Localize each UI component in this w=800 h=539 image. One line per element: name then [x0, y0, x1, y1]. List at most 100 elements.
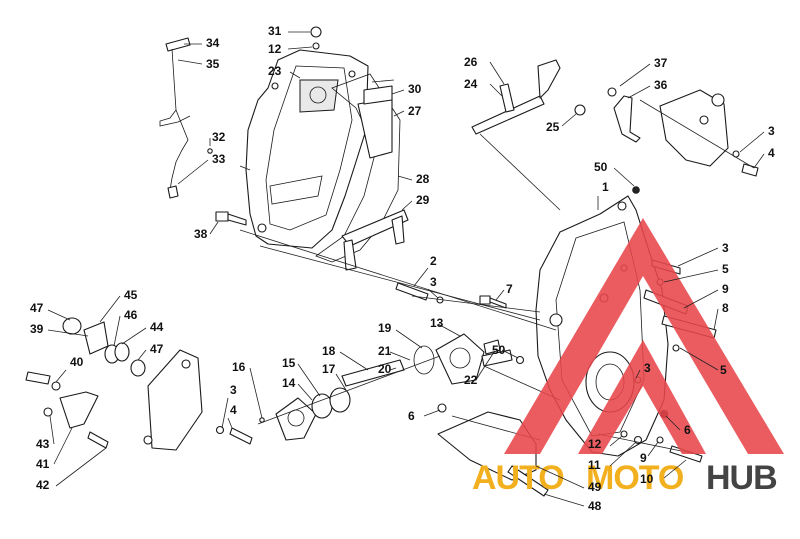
callout-30: 30	[391, 82, 422, 96]
callout-label: 45	[124, 288, 138, 302]
callout-leader	[489, 61, 505, 85]
callout-14: 14	[282, 376, 313, 401]
callout-leader	[501, 349, 519, 359]
callout-label: 9	[722, 282, 729, 296]
callout-leader	[49, 415, 55, 445]
callout-label: 33	[212, 152, 226, 166]
lower-shroud-part	[437, 403, 549, 497]
callout-label: 10	[640, 472, 654, 486]
watermark-logo: AUTO MOTO HUB	[472, 218, 784, 497]
callout-leader	[227, 417, 233, 429]
callout-label: 13	[430, 316, 444, 330]
callout-3: 3	[221, 383, 237, 429]
callout-31: 31	[268, 24, 310, 38]
callout-9: 9	[683, 282, 729, 309]
watermark-text-moto: MOTO	[586, 459, 684, 497]
callout-37: 37	[619, 56, 668, 87]
callout-4: 4	[227, 403, 237, 429]
callout-21: 21	[378, 344, 411, 361]
callout-label: 23	[268, 64, 282, 78]
callout-leader	[339, 351, 369, 371]
watermark-triangle-inner	[578, 340, 706, 454]
callout-label: 5	[722, 262, 729, 276]
callout-6: 6	[408, 409, 441, 423]
callout-label: 36	[654, 78, 668, 92]
callout-13: 13	[430, 316, 461, 337]
callouts-layer: 3435323331122330272829382624253736345013…	[30, 24, 775, 513]
callout-leader	[395, 329, 423, 349]
callout-leader	[495, 289, 505, 301]
callout-33: 33	[177, 152, 226, 185]
callout-label: 47	[30, 301, 44, 315]
callout-11: 11	[588, 441, 637, 472]
callout-leader	[389, 351, 411, 361]
callout-1: 1	[597, 180, 609, 210]
callout-leader	[679, 347, 719, 371]
callout-5: 5	[663, 262, 729, 283]
callout-label: 39	[30, 322, 44, 336]
callout-46: 46	[113, 308, 138, 347]
left-lever-assembly-part	[25, 317, 146, 449]
callout-label: 46	[124, 308, 138, 322]
callout-3: 3	[677, 241, 729, 267]
callout-label: 48	[588, 499, 602, 513]
callout-47: 47	[30, 301, 71, 321]
callout-12: 12	[268, 42, 313, 56]
callout-leader	[609, 435, 623, 447]
callout-label: 1	[602, 180, 609, 194]
callout-leader	[535, 465, 585, 489]
callout-leader	[475, 351, 495, 381]
callout-label: 3	[430, 275, 437, 289]
tensioner-block-part	[341, 209, 409, 271]
callout-leader	[177, 59, 203, 65]
callout-leader	[401, 200, 413, 211]
left-cover-plate-part	[143, 349, 203, 451]
callout-label: 41	[36, 457, 50, 471]
bracket-and-cover-part	[607, 87, 759, 177]
callout-label: 32	[212, 130, 226, 144]
callout-label: 5	[720, 363, 727, 377]
callout-38: 38	[194, 221, 219, 241]
callout-label: 12	[588, 437, 602, 451]
callout-22: 22	[464, 351, 495, 387]
callout-label: 11	[588, 458, 601, 472]
callout-leader	[489, 83, 503, 97]
callout-leader	[55, 447, 107, 487]
callout-leader	[289, 71, 301, 79]
callout-label: 43	[36, 437, 50, 451]
callout-label: 12	[268, 42, 282, 56]
plunger-assembly-part	[341, 333, 525, 387]
callout-3: 3	[635, 361, 651, 379]
callout-25: 25	[546, 113, 577, 134]
callout-leader	[663, 269, 719, 283]
callout-leader	[287, 46, 313, 50]
spring-and-cap-part	[259, 387, 351, 441]
callout-label: 35	[206, 57, 220, 71]
callout-44: 44	[121, 320, 164, 345]
callout-label: 4	[230, 403, 237, 417]
callout-24: 24	[464, 77, 503, 97]
callout-39: 39	[30, 322, 89, 337]
callout-leader	[427, 288, 439, 299]
callout-label: 21	[378, 344, 392, 358]
callout-leader	[297, 363, 321, 397]
callout-49: 49	[535, 465, 602, 494]
callout-9: 9	[640, 441, 659, 465]
callout-label: 19	[378, 321, 392, 335]
callout-label: 3	[768, 124, 775, 138]
callout-42: 42	[36, 447, 107, 492]
callout-41: 41	[36, 427, 73, 471]
callout-label: 30	[408, 82, 422, 96]
callout-6: 6	[665, 415, 691, 437]
callout-label: 3	[722, 241, 729, 255]
callout-leader	[423, 409, 441, 417]
callout-36: 36	[627, 78, 668, 99]
callout-label: 49	[588, 480, 602, 494]
callout-leader	[543, 493, 585, 507]
callout-leader	[753, 153, 765, 169]
callout-27: 27	[393, 104, 422, 118]
callout-label: 44	[150, 320, 164, 334]
callout-48: 48	[543, 493, 602, 513]
dipstick-lever-part	[159, 37, 213, 199]
